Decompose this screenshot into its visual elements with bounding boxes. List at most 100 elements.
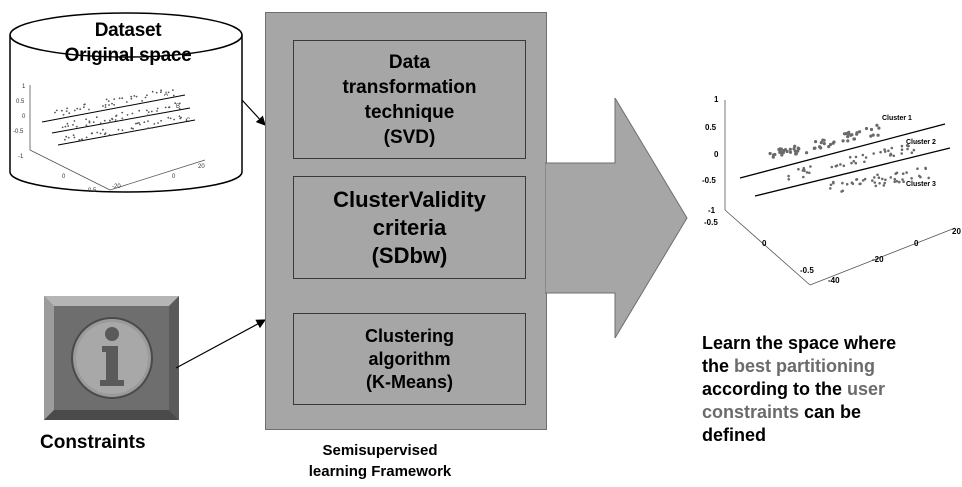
scatter-point <box>92 121 95 123</box>
scatter-point <box>153 123 156 125</box>
scatter-point <box>68 112 71 115</box>
scatter-point <box>805 171 809 174</box>
scatter-point <box>95 116 98 119</box>
box-line: ClusterValidity <box>333 186 486 212</box>
scatter-point <box>172 89 174 91</box>
scatter-point <box>796 146 800 150</box>
scatter-point <box>895 171 899 175</box>
scatter-point <box>793 149 797 153</box>
scatter-point <box>130 127 133 130</box>
scatter-point <box>830 165 834 169</box>
scatter-point <box>64 125 67 128</box>
scatter-point <box>64 138 66 141</box>
scatter-point <box>156 107 159 110</box>
scatter-point <box>805 151 809 155</box>
scatter-point <box>54 111 56 114</box>
scatter-point <box>146 94 148 97</box>
dataset-line-label: A <box>164 92 168 98</box>
scatter-point <box>126 114 129 116</box>
scatter-point <box>882 184 886 187</box>
result-ytick: 0.5 <box>705 123 717 132</box>
clustering-algorithm-box: Clustering algorithm (K-Means) <box>293 313 526 405</box>
scatter-point <box>143 121 146 124</box>
scatter-point <box>879 150 882 154</box>
scatter-point <box>114 119 117 121</box>
scatter-point <box>797 167 800 171</box>
scatter-point <box>96 131 99 134</box>
scatter-point <box>91 132 94 135</box>
result-xtick: 20 <box>952 227 961 236</box>
scatter-point <box>160 89 163 92</box>
scatter-point <box>146 114 149 117</box>
scatter-point <box>906 147 909 151</box>
scatter-point <box>102 105 104 107</box>
result-xtick: -0.5 <box>704 218 718 227</box>
scatter-point <box>844 132 848 136</box>
scatter-point <box>871 133 875 137</box>
scatter-point <box>61 126 64 129</box>
result-ytick: -1 <box>708 206 716 215</box>
scatter-point <box>848 155 852 159</box>
scatter-point <box>62 113 65 116</box>
scatter-point <box>855 132 859 136</box>
scatter-point <box>150 110 153 113</box>
scatter-point <box>88 108 90 111</box>
scatter-point <box>832 181 835 185</box>
scatter-point <box>164 106 167 109</box>
scatter-point <box>876 173 879 177</box>
scatter-point <box>144 96 147 99</box>
scatter-point <box>818 145 822 149</box>
scatter-point <box>788 147 792 151</box>
learn-line3: according to the user <box>702 378 952 401</box>
scatter-point <box>851 182 855 185</box>
scatter-point <box>852 137 857 141</box>
dataset-points <box>54 89 188 142</box>
scatter-point <box>160 119 163 122</box>
scatter-point <box>847 132 851 136</box>
scatter-point <box>73 120 76 122</box>
learn-highlight: user <box>847 379 886 399</box>
scatter-point <box>781 151 785 155</box>
box-line: (SVD) <box>383 126 436 148</box>
scatter-point <box>889 153 893 157</box>
scatter-point <box>796 149 800 153</box>
scatter-point <box>102 128 104 131</box>
scatter-point <box>73 109 76 112</box>
scatter-point <box>156 110 158 112</box>
scatter-point <box>863 160 866 164</box>
dataset-ytick: 0.5 <box>16 99 25 105</box>
scatter-point <box>905 171 908 174</box>
box-line: technique <box>364 101 455 123</box>
scatter-point <box>875 123 879 127</box>
scatter-point <box>834 164 838 168</box>
dataset-xtick: -0.5 <box>86 188 97 194</box>
scatter-point <box>854 161 858 165</box>
result-ytick: 0 <box>714 150 719 159</box>
scatter-point <box>157 122 159 124</box>
box-line: transformation <box>342 76 477 98</box>
dataset-line-label: B <box>176 104 180 110</box>
scatter-point <box>132 127 134 130</box>
scatter-point <box>107 100 110 102</box>
dataset-xtick: 0 <box>62 174 66 180</box>
scatter-point <box>768 151 772 156</box>
scatter-point <box>173 118 176 121</box>
scatter-point <box>839 163 842 166</box>
scatter-point <box>147 111 150 113</box>
result-xtick: -0.5 <box>800 266 814 275</box>
scatter-point <box>167 116 170 119</box>
learn-line5: defined <box>702 425 767 445</box>
scatter-point <box>174 102 177 105</box>
scatter-point <box>883 150 887 153</box>
scatter-point <box>855 178 859 181</box>
result-xtick: 0 <box>914 239 919 248</box>
scatter-point <box>121 97 124 100</box>
result-ytick: -0.5 <box>702 176 716 185</box>
scatter-point <box>858 182 861 186</box>
scatter-point <box>65 135 68 138</box>
scatter-point <box>901 172 905 175</box>
scatter-point <box>147 127 150 130</box>
scatter-point <box>873 181 877 184</box>
scatter-point <box>802 168 806 172</box>
scatter-point <box>876 133 880 137</box>
